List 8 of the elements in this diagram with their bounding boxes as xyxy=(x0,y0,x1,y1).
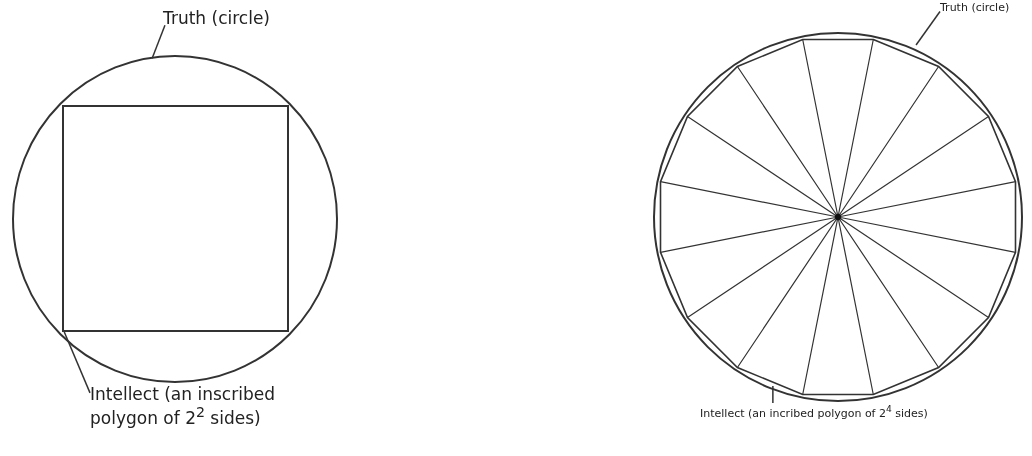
caption-label: Truth (circle) xyxy=(163,8,303,29)
caption-label: Truth (circle) xyxy=(940,1,1030,15)
leader-line xyxy=(772,385,774,404)
leader-line xyxy=(151,24,166,60)
leader-line xyxy=(915,10,941,46)
caption-label: Intellect (an inscribed polygon of 2$^{2}$ sides) xyxy=(90,384,320,429)
caption-label: Intellect (an incribed polygon of 2$^{4}$ sides) xyxy=(700,403,1010,420)
leader-line xyxy=(63,331,91,394)
